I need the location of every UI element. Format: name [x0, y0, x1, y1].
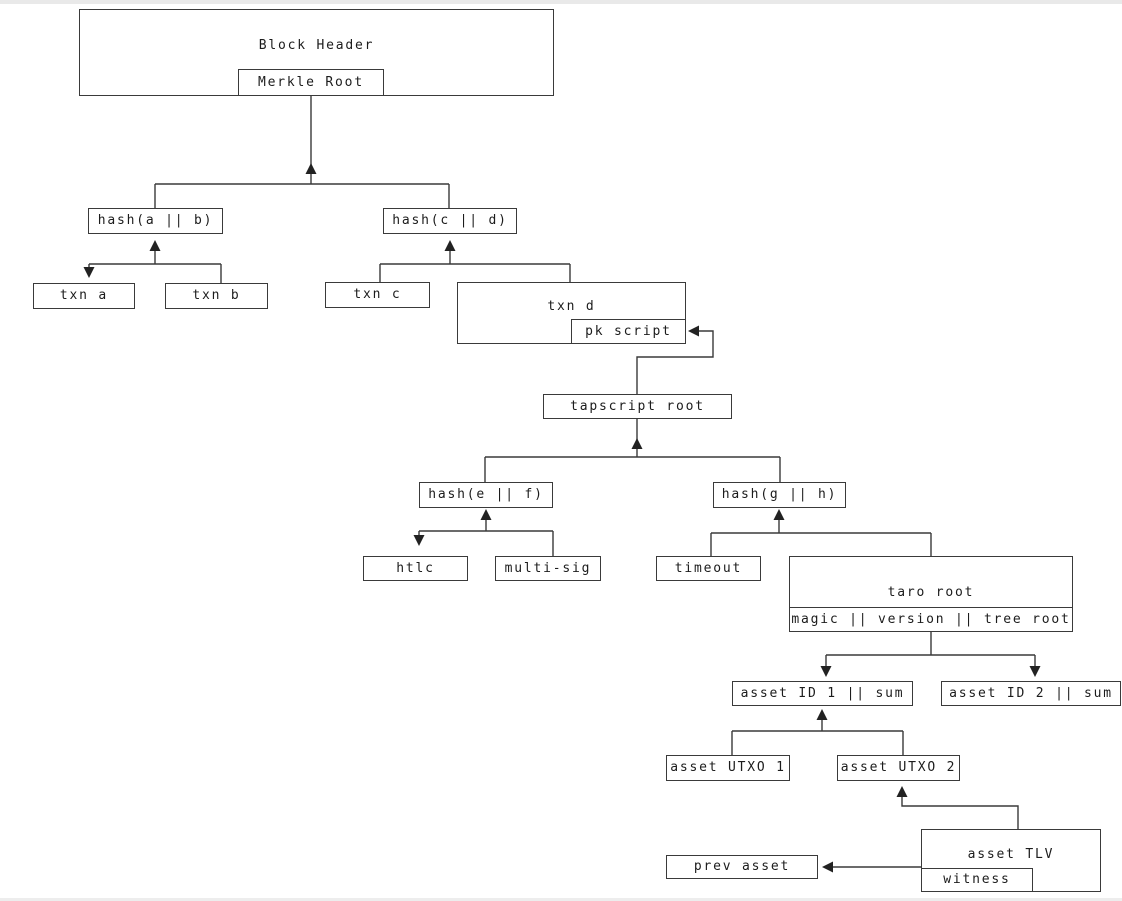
up-arrow — [305, 163, 317, 174]
edge-tapscript-children — [484, 419, 781, 482]
edge-taro-children — [825, 632, 1036, 669]
down-arrow — [83, 267, 95, 278]
node-txn-c: txn c — [325, 282, 430, 308]
node-hash-gh: hash(g || h) — [713, 482, 846, 508]
edge-merkle-children — [154, 96, 450, 208]
node-prev-asset: prev asset — [666, 855, 818, 879]
node-hash-cd: hash(c || d) — [383, 208, 517, 234]
down-arrow — [1029, 666, 1041, 677]
node-asset-id-2: asset ID 2 || sum — [941, 681, 1121, 706]
edge-tapscript-to-pkscript — [636, 330, 714, 394]
node-timeout: timeout — [656, 556, 761, 581]
node-label: Block Header — [258, 38, 375, 53]
node-txn-a: txn a — [33, 283, 135, 309]
node-tapscript-root: tapscript root — [543, 394, 732, 419]
up-arrow — [444, 240, 456, 251]
node-label: taro root — [887, 585, 975, 600]
node-htlc: htlc — [363, 556, 468, 581]
node-label: asset TLV — [967, 847, 1055, 862]
edge-hash-ef-children — [418, 514, 554, 556]
up-arrow — [896, 786, 908, 797]
up-arrow — [480, 509, 492, 520]
down-arrow — [413, 535, 425, 546]
node-asset-id-1: asset ID 1 || sum — [732, 681, 913, 706]
node-asset-utxo-2: asset UTXO 2 — [837, 755, 960, 781]
node-hash-ef: hash(e || f) — [419, 482, 553, 508]
edge-hash-ab-children — [88, 246, 222, 283]
up-arrow — [149, 240, 161, 251]
edge-tlv-to-utxo2 — [901, 794, 1019, 829]
node-asset-utxo-1: asset UTXO 1 — [666, 755, 790, 781]
node-pk-script: pk script — [571, 319, 686, 344]
edge-asset-id1-children — [731, 714, 904, 755]
left-arrow — [688, 325, 699, 337]
node-merkle-root: Merkle Root — [238, 69, 384, 96]
up-arrow — [631, 438, 643, 449]
node-label: txn d — [547, 299, 596, 314]
node-witness: witness — [921, 868, 1033, 892]
up-arrow — [816, 709, 828, 720]
edge-hash-cd-children — [379, 246, 571, 282]
screenshot-bottom-border — [0, 898, 1122, 901]
down-arrow — [820, 666, 832, 677]
left-arrow — [822, 861, 833, 873]
node-hash-ab: hash(a || b) — [88, 208, 223, 234]
node-taro-fields: magic || version || tree root — [789, 607, 1073, 632]
up-arrow — [773, 509, 785, 520]
screenshot-top-border — [0, 0, 1122, 4]
node-multi-sig: multi-sig — [495, 556, 601, 581]
node-txn-b: txn b — [165, 283, 268, 309]
edge-hash-gh-children — [710, 514, 932, 556]
